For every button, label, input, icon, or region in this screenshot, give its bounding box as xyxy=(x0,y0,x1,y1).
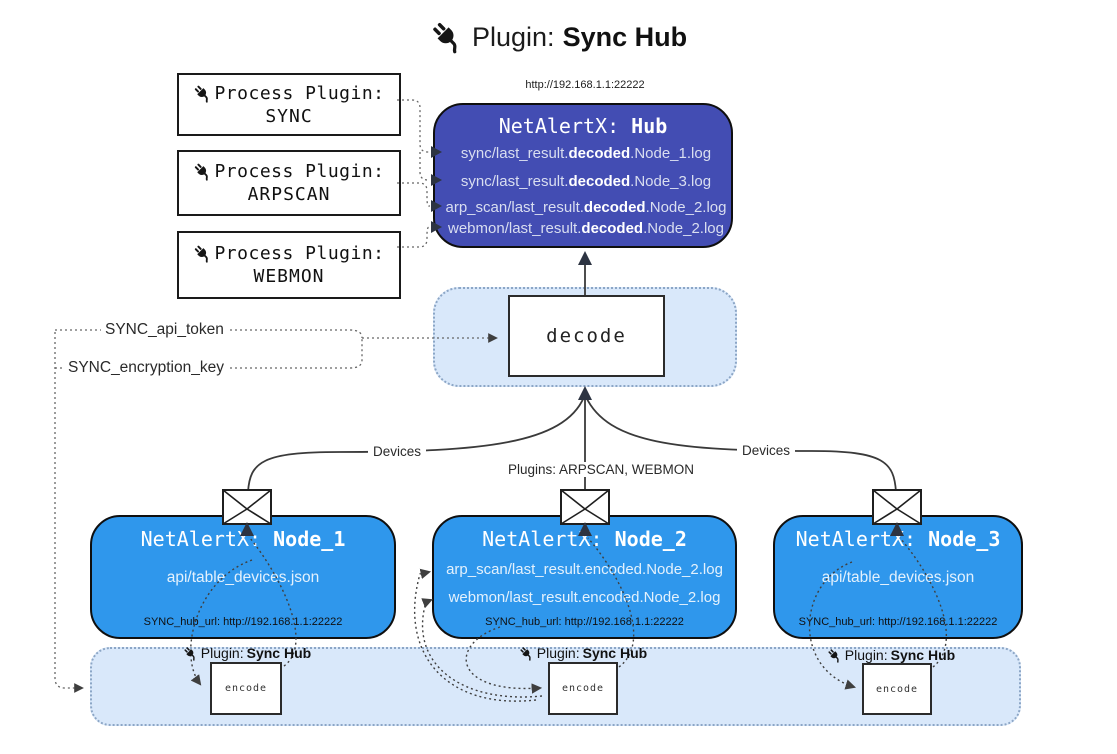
process-plugin-label: Process Plugin: xyxy=(214,161,385,182)
process-plugin-label: Process Plugin: xyxy=(214,82,385,104)
node-hub-url: SYNC_hub_url: http://192.168.1.1:22222 xyxy=(485,616,684,628)
encode-box: encode xyxy=(210,662,282,715)
node-file: webmon/last_result.encoded.Node_2.log xyxy=(448,589,721,606)
decode-box: decode xyxy=(508,295,665,377)
hub-title-name: Hub xyxy=(631,114,668,138)
node-box-node-3: NetAlertX: Node_3 api/table_devices.json… xyxy=(773,515,1023,639)
process-plugin-box-sync: Process Plugin: SYNC xyxy=(177,73,401,136)
plug-icon xyxy=(193,162,212,181)
devices-label-right: Devices xyxy=(737,443,796,458)
node-hub-url: SYNC_hub_url: http://192.168.1.1:22222 xyxy=(143,616,343,628)
plug-icon xyxy=(827,648,842,663)
hub-title-prefix: NetAlertX: xyxy=(498,114,620,138)
node-file: api/table_devices.json xyxy=(821,569,975,586)
plug-icon xyxy=(430,20,464,54)
encoder-label: Plugin: Sync Hub xyxy=(176,645,318,661)
sync-api-token-label: SYNC_api_token xyxy=(101,321,228,339)
node-file: api/table_devices.json xyxy=(166,569,320,586)
plug-icon xyxy=(519,646,534,661)
encoder-label: Plugin: Sync Hub xyxy=(512,645,654,661)
process-plugin-name: SYNC xyxy=(265,105,313,127)
page-title-prefix: Plugin: xyxy=(472,21,555,52)
node-title: NetAlertX: Node_2 xyxy=(482,527,687,551)
node-title: NetAlertX: Node_1 xyxy=(140,527,346,551)
hub-url: http://192.168.1.1:22222 xyxy=(525,79,645,91)
page-title: Plugin: Sync Hub xyxy=(430,16,687,58)
process-plugin-label: Process Plugin: xyxy=(214,243,385,264)
node-box-node-1: NetAlertX: Node_1 api/table_devices.json… xyxy=(90,515,396,639)
encoder-label: Plugin: Sync Hub xyxy=(820,647,962,663)
process-plugin-name: ARPSCAN xyxy=(247,184,331,205)
process-plugin-name: WEBMON xyxy=(253,266,325,287)
plug-icon xyxy=(183,646,198,661)
hub-title: NetAlertX: Hub xyxy=(435,114,731,138)
process-plugin-box-webmon: Process Plugin: WEBMON xyxy=(177,231,401,299)
page-title-name: Sync Hub xyxy=(562,21,688,52)
hub-log-line: sync/last_result.decoded.Node_1.log xyxy=(460,145,712,162)
node-file: arp_scan/last_result.encoded.Node_2.log xyxy=(446,561,723,578)
plugins-label: Plugins: ARPSCAN, WEBMON xyxy=(503,462,700,477)
hub-log-line: arp_scan/last_result.decoded.Node_2.log xyxy=(445,199,727,216)
devices-label-left: Devices xyxy=(368,444,427,459)
plug-icon xyxy=(193,84,212,103)
node-hub-url: SYNC_hub_url: http://192.168.1.1:22222 xyxy=(798,616,998,628)
hub-log-line: sync/last_result.decoded.Node_3.log xyxy=(460,173,712,190)
encode-box: encode xyxy=(862,663,932,715)
process-plugin-box-arpscan: Process Plugin: ARPSCAN xyxy=(177,150,401,216)
plug-icon xyxy=(193,244,212,263)
hub-log-line: webmon/last_result.decoded.Node_2.log xyxy=(448,220,724,237)
sync-encryption-key-label: SYNC_encryption_key xyxy=(64,359,228,377)
hub-box: NetAlertX: Hub sync/last_result.decoded.… xyxy=(433,103,733,248)
node-title: NetAlertX: Node_3 xyxy=(795,527,1001,551)
node-box-node-2: NetAlertX: Node_2 arp_scan/last_result.e… xyxy=(432,515,737,639)
encode-box: encode xyxy=(548,662,618,715)
